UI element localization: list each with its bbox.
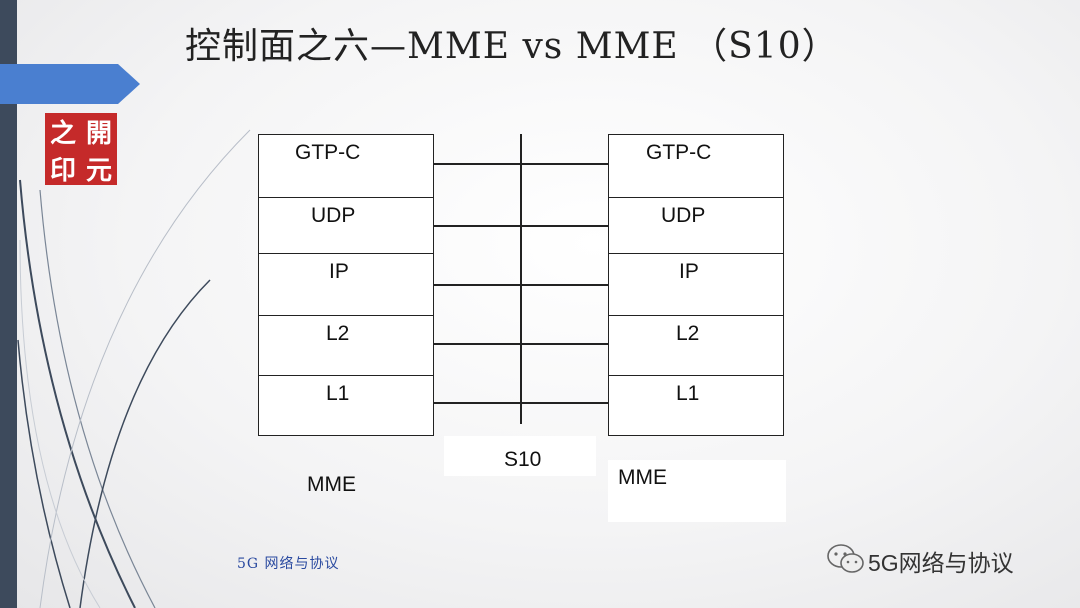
peer-connection-line [433, 343, 609, 345]
logo-char: 元 [81, 150, 117, 187]
arrow-tab [0, 64, 140, 104]
left-protocol-stack: GTP-C UDP IP L2 L1 [258, 134, 434, 436]
layer-label: L2 [326, 322, 349, 346]
stack-layer: GTP-C [259, 135, 433, 198]
stack-layer: L1 [609, 376, 783, 434]
right-node-label: MME [618, 466, 667, 490]
layer-label: GTP-C [646, 141, 711, 165]
layer-label: UDP [311, 204, 355, 228]
peer-connection-line [433, 284, 609, 286]
layer-label: IP [329, 260, 349, 284]
stack-layer: IP [259, 254, 433, 316]
peer-connection-line [433, 225, 609, 227]
stack-layer: L2 [609, 316, 783, 376]
layer-label: GTP-C [295, 141, 360, 165]
left-node-label: MME [307, 473, 356, 497]
stack-layer: UDP [259, 198, 433, 254]
seal-logo: 之 開 印 元 [45, 113, 117, 185]
peer-connection-line [433, 163, 609, 165]
logo-char: 之 [45, 113, 81, 150]
slide-title: 控制面之六—MME vs MME （S10） [185, 17, 839, 69]
peer-connection-line [433, 402, 609, 404]
layer-label: L1 [326, 382, 349, 406]
right-protocol-stack: GTP-C UDP IP L2 L1 [608, 134, 784, 436]
stack-layer: IP [609, 254, 783, 316]
wechat-account-name: 5G网络与协议 [868, 544, 1014, 578]
logo-char: 印 [45, 150, 81, 187]
layer-label: UDP [661, 204, 705, 228]
layer-label: IP [679, 260, 699, 284]
stack-layer: L1 [259, 376, 433, 434]
footer-watermark: 5G 网络与协议 [237, 553, 340, 573]
interface-label: S10 [504, 448, 541, 472]
stack-layer: GTP-C [609, 135, 783, 198]
layer-label: L2 [676, 322, 699, 346]
stack-layer: L2 [259, 316, 433, 376]
s10-interface-line [520, 134, 522, 424]
logo-char: 開 [81, 113, 117, 150]
layer-label: L1 [676, 382, 699, 406]
stack-layer: UDP [609, 198, 783, 254]
wechat-icon [826, 543, 866, 575]
